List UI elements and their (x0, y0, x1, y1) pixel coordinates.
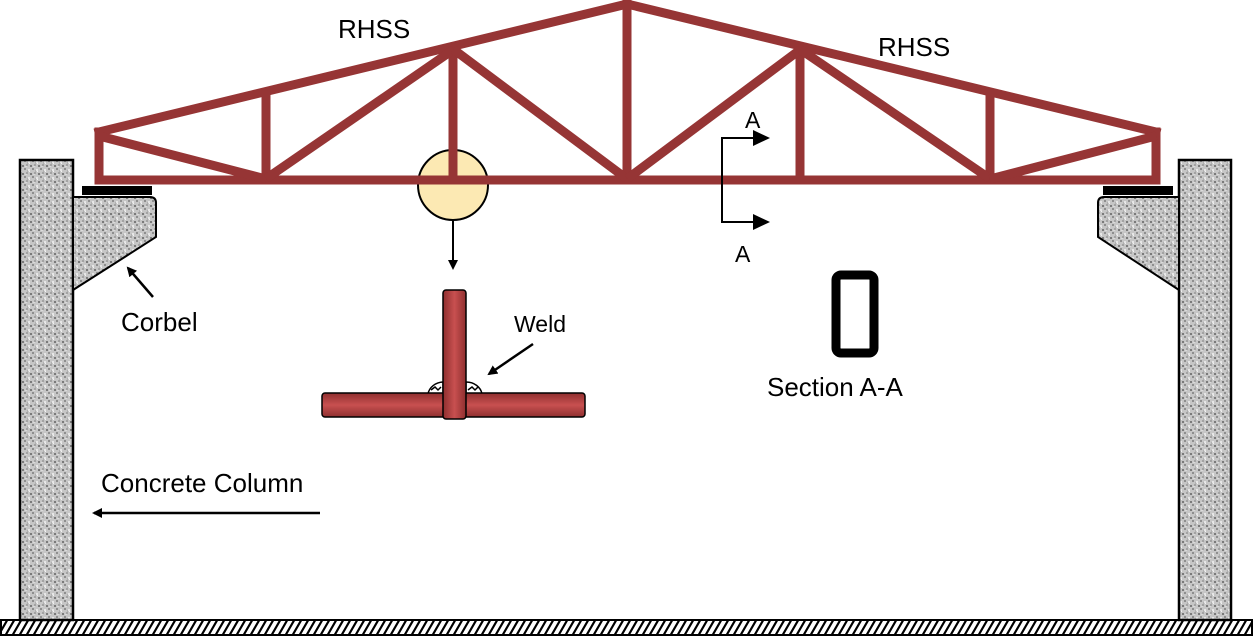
concrete-column-label: Concrete Column (101, 468, 303, 498)
ground-slab (0, 619, 1253, 636)
diagonal-web-3 (450, 45, 630, 183)
section-arrow-top (753, 130, 770, 146)
steel-truss (93, 0, 1162, 185)
diagonal-web-4 (624, 45, 804, 183)
rectangular-hollow-section-icon (831, 270, 879, 358)
right-concrete-column (1177, 158, 1233, 622)
diagonal-web-2 (263, 45, 457, 183)
section-mark-bottom: A (735, 241, 751, 267)
right-bearing-plate (1103, 186, 1173, 195)
section-mark-top: A (745, 107, 761, 133)
left-concrete-column (18, 158, 75, 622)
diagonal-web-5 (797, 45, 993, 183)
top-chord-left (93, 0, 633, 138)
vertical-member (442, 289, 467, 420)
rhss-label-left: RHSS (338, 14, 410, 44)
diagonal-web-6 (988, 131, 1158, 184)
rhss-label-right: RHSS (878, 32, 950, 62)
section-arrow-bottom (753, 214, 770, 230)
weld-arrow (487, 342, 534, 376)
diagonal-web-1 (97, 131, 268, 184)
weld-detail (321, 289, 586, 420)
left-bearing-plate (82, 186, 152, 195)
corbel-arrow (126, 266, 154, 298)
weld-label: Weld (514, 311, 566, 337)
section-cut-marker (721, 130, 770, 230)
left-corbel (72, 196, 157, 292)
right-corbel (1097, 196, 1180, 292)
section-title: Section A-A (767, 372, 904, 402)
top-chord-right (621, 0, 1162, 138)
corbel-label: Corbel (121, 307, 198, 337)
